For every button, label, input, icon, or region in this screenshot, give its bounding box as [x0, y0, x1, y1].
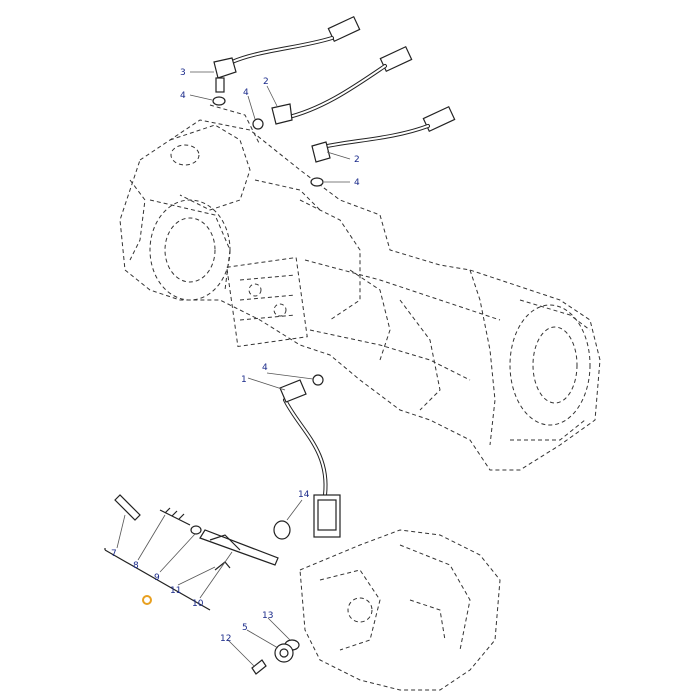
shaft-part-10 [199, 529, 279, 566]
callout-label: 10 [192, 599, 204, 609]
callout-label: 13 [262, 611, 273, 621]
lower-parts-group [104, 494, 279, 611]
reference-marker-icon [142, 595, 152, 605]
washer-4-middle [312, 374, 324, 386]
callout-label: 4 [180, 91, 186, 101]
sensor-part-3-stem [215, 77, 225, 93]
callout-label: 2 [263, 77, 269, 87]
pin-part-11 [209, 534, 241, 551]
callout-label: 7 [111, 549, 117, 559]
middle-sensor-harness [273, 374, 341, 540]
leader-lines [116, 71, 351, 667]
callout-label: 5 [242, 623, 248, 633]
callout-label: 8 [133, 561, 139, 571]
plug-part-14 [273, 520, 291, 540]
sensor-part-3 [213, 57, 237, 79]
washer-4-top [212, 96, 226, 106]
sensor-part-2-top [271, 103, 293, 125]
callout-label: 9 [154, 573, 160, 583]
washer-4-left [252, 118, 264, 130]
transmission-housing [119, 104, 601, 471]
callout-label: 3 [180, 68, 186, 78]
callout-label: 4 [262, 363, 268, 373]
callout-label: 14 [298, 490, 310, 500]
callout-label: 1 [241, 375, 247, 385]
plug-part-12 [251, 659, 267, 675]
washer-4-right [310, 177, 324, 187]
callout-label: 4 [354, 178, 360, 188]
callout-labels: 3 4 4 2 2 4 4 1 14 7 8 9 11 10 13 5 12 [111, 68, 360, 644]
washer-part-9 [190, 525, 202, 535]
top-sensor-harness [212, 15, 456, 187]
connector-top-1 [327, 15, 361, 43]
sensor-part-1 [279, 379, 307, 403]
callout-label: 11 [170, 586, 181, 596]
lower-housing [299, 529, 501, 691]
callout-label: 4 [243, 88, 249, 98]
bolt-part-7 [114, 494, 141, 521]
callout-label: 12 [220, 634, 231, 644]
callout-label: 2 [354, 155, 360, 165]
sensor-part-2-right [311, 141, 331, 163]
connector-inner [317, 499, 337, 531]
